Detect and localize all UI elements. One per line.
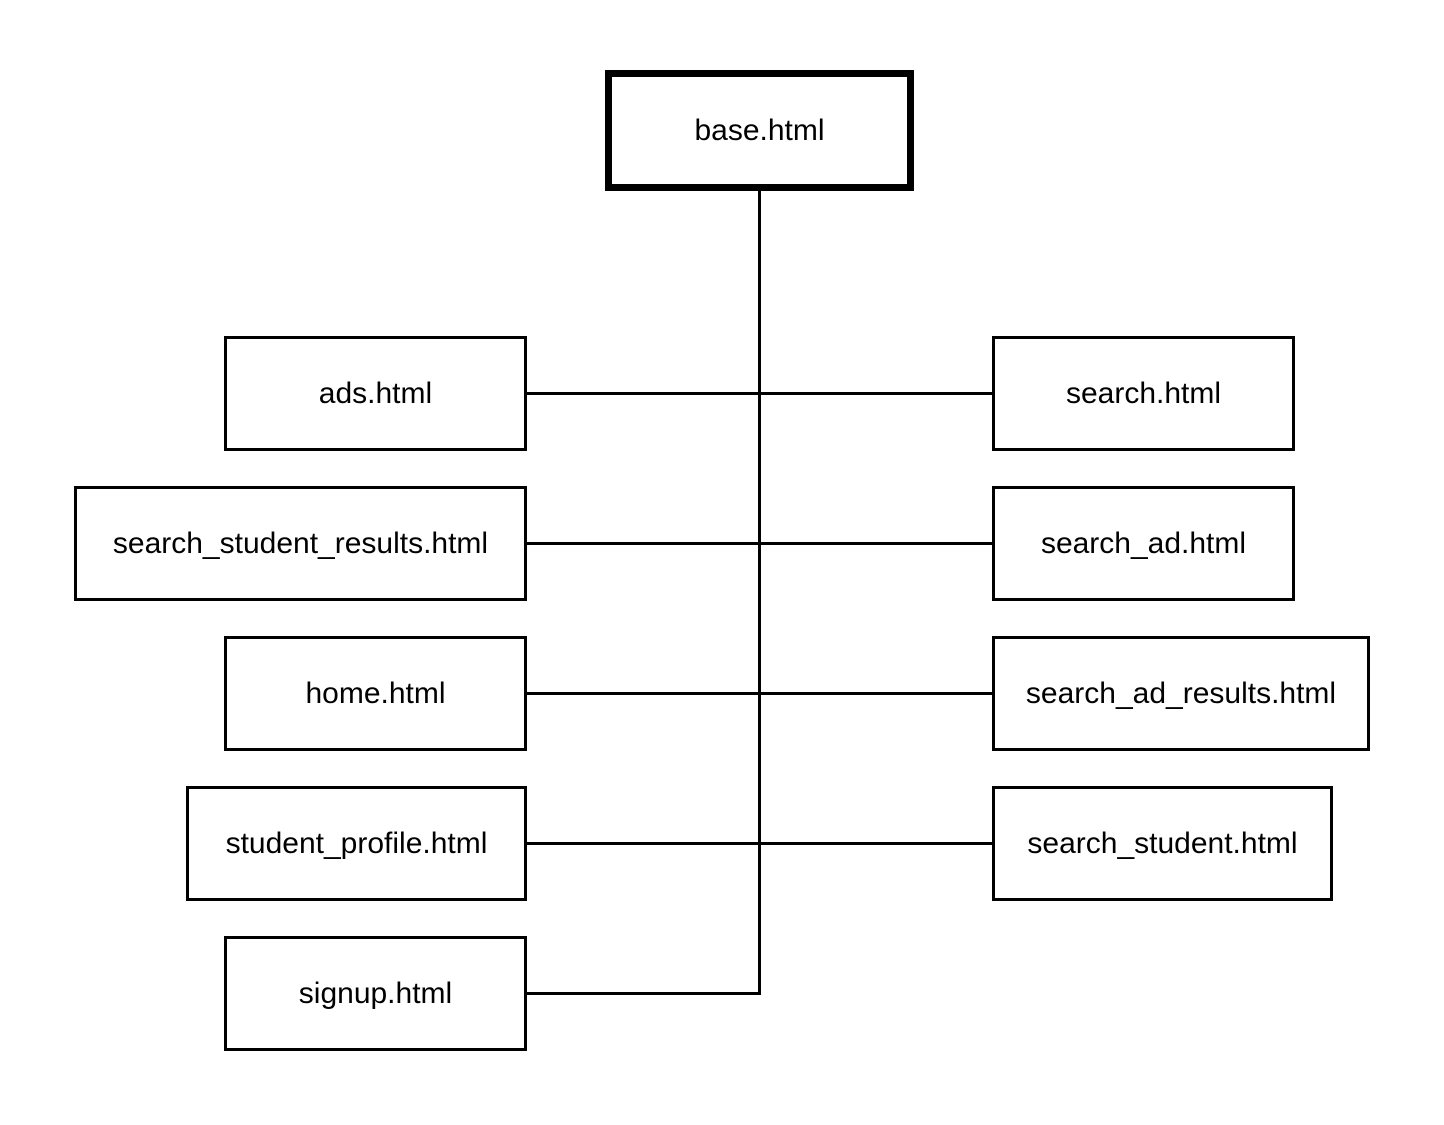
node-label: search_student_results.html (112, 526, 489, 560)
branch-connector-row-5 (526, 992, 761, 995)
node-label: home.html (305, 676, 446, 710)
trunk-connector (758, 188, 761, 994)
node-signup-html: signup.html (224, 936, 527, 1051)
branch-connector-row-2 (526, 542, 994, 545)
node-search-ad-results-html: search_ad_results.html (992, 636, 1370, 751)
node-label: search.html (1065, 376, 1222, 410)
node-label: base.html (694, 113, 825, 147)
node-label: search_ad.html (1040, 526, 1247, 560)
node-label: search_ad_results.html (1025, 676, 1337, 710)
node-home-html: home.html (224, 636, 527, 751)
branch-connector-row-4 (526, 842, 994, 845)
node-label: signup.html (298, 976, 453, 1010)
node-label: ads.html (318, 376, 433, 410)
node-search-html: search.html (992, 336, 1295, 451)
node-ads-html: ads.html (224, 336, 527, 451)
node-base-html: base.html (605, 70, 914, 191)
node-search-ad-html: search_ad.html (992, 486, 1295, 601)
branch-connector-row-1 (526, 392, 994, 395)
node-search-student-results-html: search_student_results.html (74, 486, 527, 601)
branch-connector-row-3 (526, 692, 994, 695)
node-search-student-html: search_student.html (992, 786, 1333, 901)
node-student-profile-html: student_profile.html (186, 786, 527, 901)
node-label: search_student.html (1027, 826, 1298, 860)
node-label: student_profile.html (225, 826, 488, 860)
